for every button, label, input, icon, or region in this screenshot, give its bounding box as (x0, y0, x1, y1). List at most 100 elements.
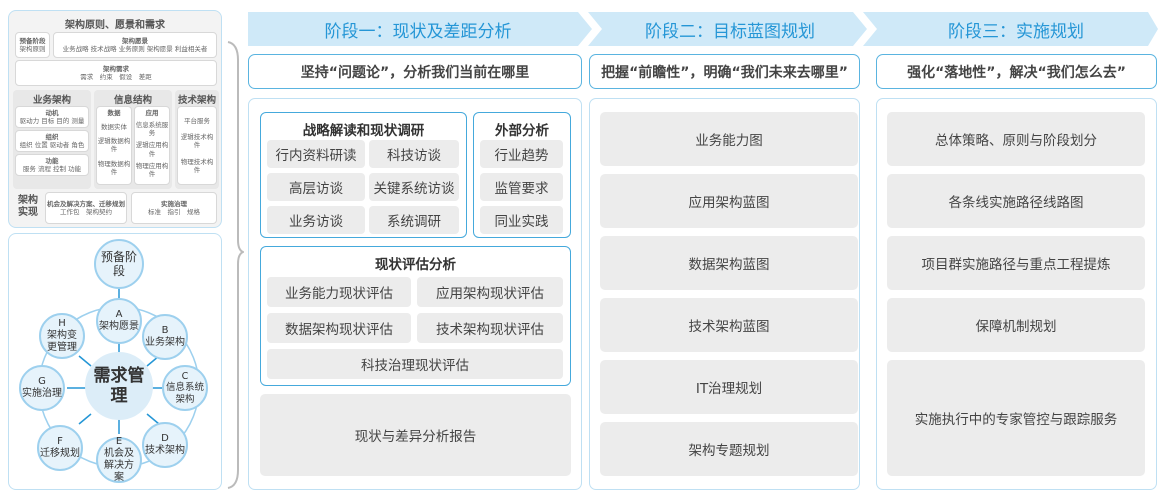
opp-title: 机会及解决方案、迁移规划 (47, 199, 125, 208)
tech-arch-group: 技术架构 平台服务逻辑技术构件物理技术构件 (175, 90, 219, 189)
stage-2-header: 阶段二：目标蓝图规划 (645, 21, 815, 42)
tech-box: 平台服务逻辑技术构件物理技术构件 (177, 106, 217, 185)
assess-item: 应用架构现状评估 (417, 277, 563, 307)
biz-box: 组织组织 位置 驱动者 角色 (15, 130, 89, 152)
opp-items: 工作包 架构契约 (60, 208, 112, 216)
blueprint-item: 数据架构蓝图 (600, 236, 858, 290)
external-item: 监管要求 (480, 173, 563, 201)
phase-letter: C (181, 370, 189, 382)
tech-item: 物理技术构件 (180, 157, 214, 174)
phase-label: 迁移规划 (40, 448, 80, 459)
external-item: 行业趋势 (480, 140, 563, 168)
app-box: 应用信息系统服务逻辑应用构件物理应用构件 (134, 106, 170, 185)
data-item: 逻辑数据构件 (97, 137, 131, 154)
implementation-item: 各条线实施路径线路图 (887, 174, 1145, 228)
external-title: 外部分析 (495, 123, 549, 139)
stage-1-panel (248, 98, 582, 490)
blueprint-item: IT治理规划 (600, 360, 858, 414)
bracket-divider (227, 41, 244, 489)
prep-phase-node: 预备阶段 (94, 239, 144, 289)
strategy-item: 科技访谈 (369, 140, 459, 168)
phase-letter: G (38, 376, 46, 387)
biz-title: 业务架构 (32, 95, 71, 106)
biz-box-title: 组织 (45, 132, 59, 141)
stage-3-header: 阶段三：实施规划 (948, 21, 1084, 42)
stage-1-slogan: 坚持“问题论”，分析我们当前在哪里 (248, 54, 582, 89)
gov-items: 标准 指引 规格 (148, 208, 200, 216)
content-title: 架构原则、愿景和需求 (65, 20, 165, 31)
business-arch-group: 业务架构 动机驱动力 目标 目的 测量 组织组织 位置 驱动者 角色 功能服务 … (13, 90, 91, 189)
vision-items: 业务战略 技术战略 业务原则 架构愿景 利益相关者 (62, 45, 208, 53)
stage-3-panel (876, 98, 1157, 490)
assess-item: 数据架构现状评估 (267, 313, 411, 343)
strategy-item: 行内资料研读 (267, 140, 365, 168)
info-arch-group: 信息结构 数据数据实体逻辑数据构件物理数据构件 应用信息系统服务逻辑应用构件物理… (94, 90, 172, 189)
stage-arrows (248, 12, 1158, 46)
stage-3-slogan: 强化“落地性”，解决“我们怎么去” (876, 54, 1157, 89)
tech-title: 技术架构 (177, 95, 216, 106)
strategy-item: 系统调研 (369, 206, 459, 234)
biz-box-items: 服务 流程 控制 功能 (22, 165, 82, 173)
phase-letter: H (58, 318, 66, 329)
implementation-item: 项目群实施路径与重点工程提炼 (887, 236, 1145, 290)
governance-box: 实施治理标准 指引 规格 (131, 192, 217, 224)
impl-title: 架构实现 (18, 195, 38, 218)
requirements-box: 架构需求需求 约束 假设 差距 (15, 60, 217, 86)
biz-box-items: 组织 位置 驱动者 角色 (19, 141, 85, 149)
data-title: 数据 (107, 109, 121, 117)
gap-report-box: 现状与差异分析报告 (260, 394, 571, 476)
app-title: 应用 (145, 109, 159, 117)
blueprint-item: 应用架构蓝图 (600, 174, 858, 228)
req-title: 架构需求 (103, 64, 129, 73)
phase-letter: F (57, 436, 63, 447)
phase-label: 机会及解决方案 (104, 448, 134, 483)
strategy-research-section: 战略解读和现状调研 行内资料研读 科技访谈 高层访谈 关键系统访谈 业务访谈 系… (260, 112, 467, 238)
vision-title: 架构愿景 (122, 36, 148, 45)
phase-letter: D (161, 433, 169, 444)
external-item: 同业实践 (480, 206, 563, 234)
strategy-item: 关键系统访谈 (369, 173, 459, 201)
stage-2-panel (589, 98, 860, 490)
data-item: 数据实体 (101, 123, 127, 132)
implementation-item: 实施执行中的专家管控与跟踪服务 (887, 360, 1145, 476)
external-analysis-section: 外部分析 行业趋势 监管要求 同业实践 (473, 112, 571, 238)
vision-box: 架构愿景业务战略 技术战略 业务原则 架构愿景 利益相关者 (53, 32, 217, 58)
prep-title: 预备阶段 (19, 36, 46, 45)
data-item: 物理数据构件 (97, 159, 131, 176)
strategy-title: 战略解读和现状调研 (302, 123, 425, 139)
phase-label: 技术架构 (145, 445, 185, 456)
blueprint-item: 技术架构蓝图 (600, 298, 858, 352)
phase-label: 信息系统架构 (165, 382, 204, 405)
req-items: 需求 约束 假设 差距 (80, 73, 152, 81)
biz-box-items: 驱动力 目标 目的 测量 (19, 117, 85, 125)
opportunity-box: 机会及解决方案、迁移规划工作包 架构契约 (45, 192, 127, 224)
assess-item: 业务能力现状评估 (267, 277, 411, 307)
implementation-item: 保障机制规划 (887, 298, 1145, 352)
biz-box-title: 动机 (45, 108, 59, 117)
assess-title: 现状评估分析 (375, 257, 456, 273)
assessment-section: 现状评估分析 业务能力现状评估 应用架构现状评估 数据架构现状评估 技术架构现状… (260, 246, 571, 386)
stage-2-slogan: 把握“前瞻性”，明确“我们未来去哪里” (589, 54, 860, 89)
phase-label: 实施治理 (22, 388, 62, 399)
info-title: 信息结构 (113, 95, 152, 106)
phase-letter: E (115, 436, 123, 447)
biz-box-title: 功能 (45, 156, 59, 165)
biz-box: 功能服务 流程 控制 功能 (15, 154, 89, 176)
phase-label: 业务架构 (145, 337, 185, 348)
prep-box: 预备阶段架构原则 (15, 32, 50, 58)
strategy-item: 高层访谈 (267, 173, 365, 201)
app-item: 信息系统服务 (135, 121, 169, 138)
assess-item: 科技治理现状评估 (267, 349, 563, 379)
tech-item: 逻辑技术构件 (180, 133, 214, 150)
tech-item: 平台服务 (184, 117, 210, 126)
assess-item: 技术架构现状评估 (417, 313, 563, 343)
app-item: 逻辑应用构件 (135, 141, 169, 158)
prep-items: 架构原则 (19, 45, 46, 53)
